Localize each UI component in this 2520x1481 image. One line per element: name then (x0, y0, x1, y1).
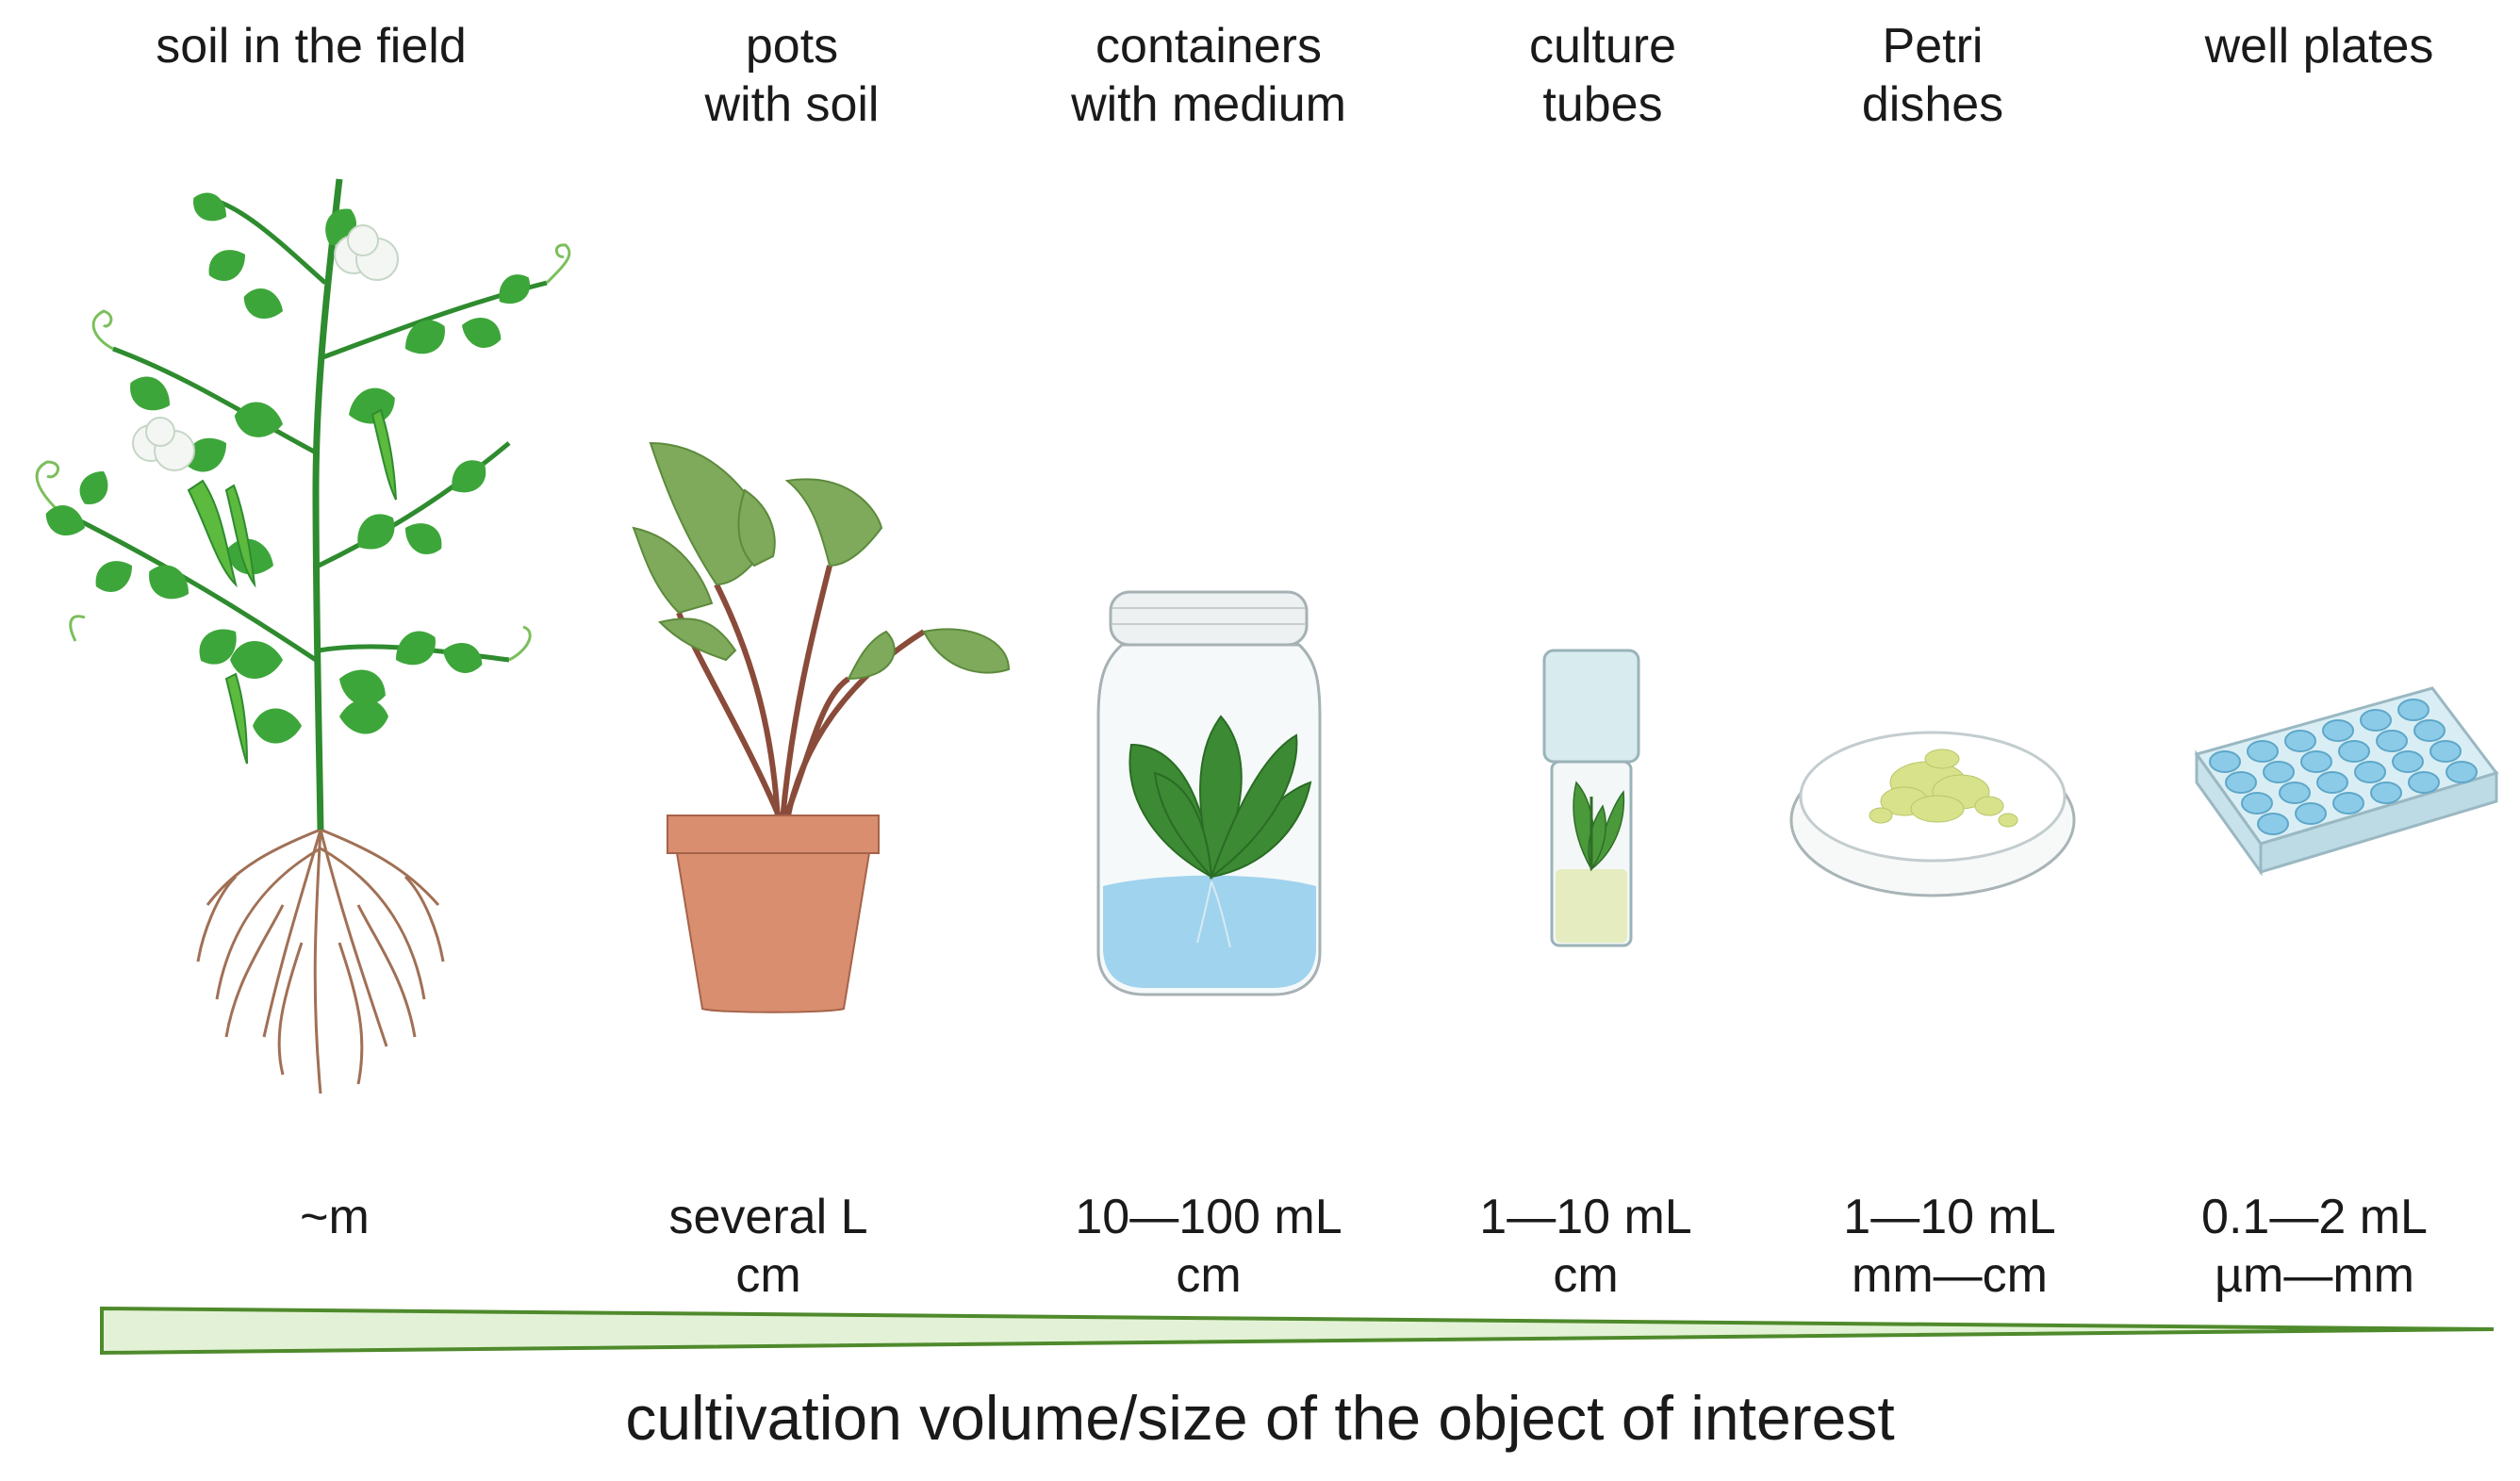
well (2225, 771, 2257, 794)
scale-pots: several L cm (668, 1190, 868, 1303)
title-containers: containers with medium (1071, 19, 1346, 132)
scale-containers: 10—100 mL cm (1075, 1190, 1342, 1303)
well (2392, 750, 2424, 773)
well (2413, 719, 2446, 742)
title-soil-field: soil in the field (156, 19, 467, 74)
well (2247, 740, 2279, 763)
well (2397, 699, 2429, 721)
well (2300, 750, 2332, 773)
well-plate-icon (2194, 686, 2499, 877)
well (2360, 709, 2392, 732)
well (2376, 730, 2408, 752)
jar-with-plantlet-icon (1096, 590, 1322, 996)
well (2279, 782, 2311, 804)
title-pots: pots with soil (704, 19, 880, 132)
pea-plant-with-roots-icon (35, 178, 571, 1094)
title-well-plates: well plates (2204, 19, 2434, 74)
decreasing-scale-wedge (100, 1306, 2495, 1356)
well (2263, 761, 2295, 783)
well (2332, 792, 2364, 815)
well (2284, 730, 2316, 752)
title-culture-tubes: culture tubes (1528, 19, 1677, 132)
scale-petri-dishes: 1—10 mL mm—cm (1843, 1190, 2056, 1303)
scale-soil-field: ~m (300, 1190, 370, 1244)
axis-caption: cultivation volume/size of the object of… (625, 1383, 1895, 1453)
culture-tube-icon (1542, 649, 1640, 947)
well (2241, 792, 2273, 815)
well (2338, 740, 2370, 763)
well (2209, 750, 2241, 773)
well (2316, 771, 2348, 794)
well (2370, 782, 2402, 804)
petri-dish-icon (1789, 731, 2076, 897)
well (2446, 761, 2478, 783)
scale-well-plates: 0.1—2 mL µm—mm (2201, 1190, 2428, 1303)
potted-plant-icon (632, 441, 1011, 1013)
well (2257, 813, 2289, 835)
scale-culture-tubes: 1—10 mL cm (1479, 1190, 1692, 1303)
well (2322, 719, 2354, 742)
title-petri-dishes: Petri dishes (1861, 19, 2004, 132)
well (2295, 802, 2327, 825)
well (2429, 740, 2462, 763)
well (2408, 771, 2440, 794)
well (2354, 761, 2386, 783)
